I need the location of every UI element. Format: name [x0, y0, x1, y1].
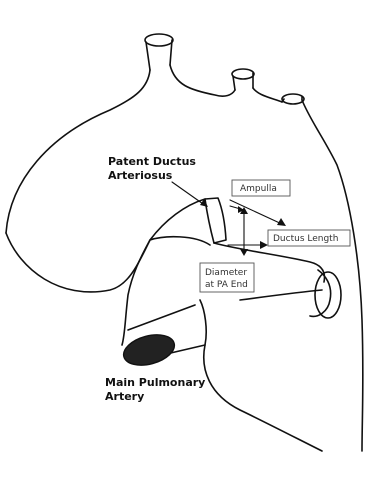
mpa-label-line2: Artery: [105, 390, 144, 403]
brachiocephalic-opening: [145, 34, 173, 46]
carotid-vessel: [233, 73, 253, 90]
main-pulmonary-artery-opening: [120, 330, 177, 371]
ductus-length-label: Ductus Length: [273, 234, 338, 244]
pda-label-line1: Patent Ductus: [108, 155, 196, 168]
diameter-arrowhead-bottom: [240, 249, 248, 256]
subclavian-opening: [282, 94, 304, 104]
diameter-label-line2: at PA End: [205, 280, 248, 290]
diameter-label-line1: Diameter: [205, 268, 247, 278]
pda-pointer: [172, 182, 206, 206]
ampulla-label: Ampulla: [240, 184, 277, 194]
aorta-underside: [6, 199, 205, 292]
subclavian-vessel: [282, 97, 302, 102]
pulmonary-branch-opening: [315, 272, 341, 318]
ductus-body: [205, 198, 226, 243]
mpa-label-line1: Main Pulmonary: [105, 376, 205, 389]
pda-label-line2: Arteriosus: [108, 169, 173, 182]
aortic-arch-outline: [6, 65, 363, 451]
carotid-opening: [232, 69, 254, 79]
ductus-length-baseline-arrowhead: [260, 241, 268, 249]
